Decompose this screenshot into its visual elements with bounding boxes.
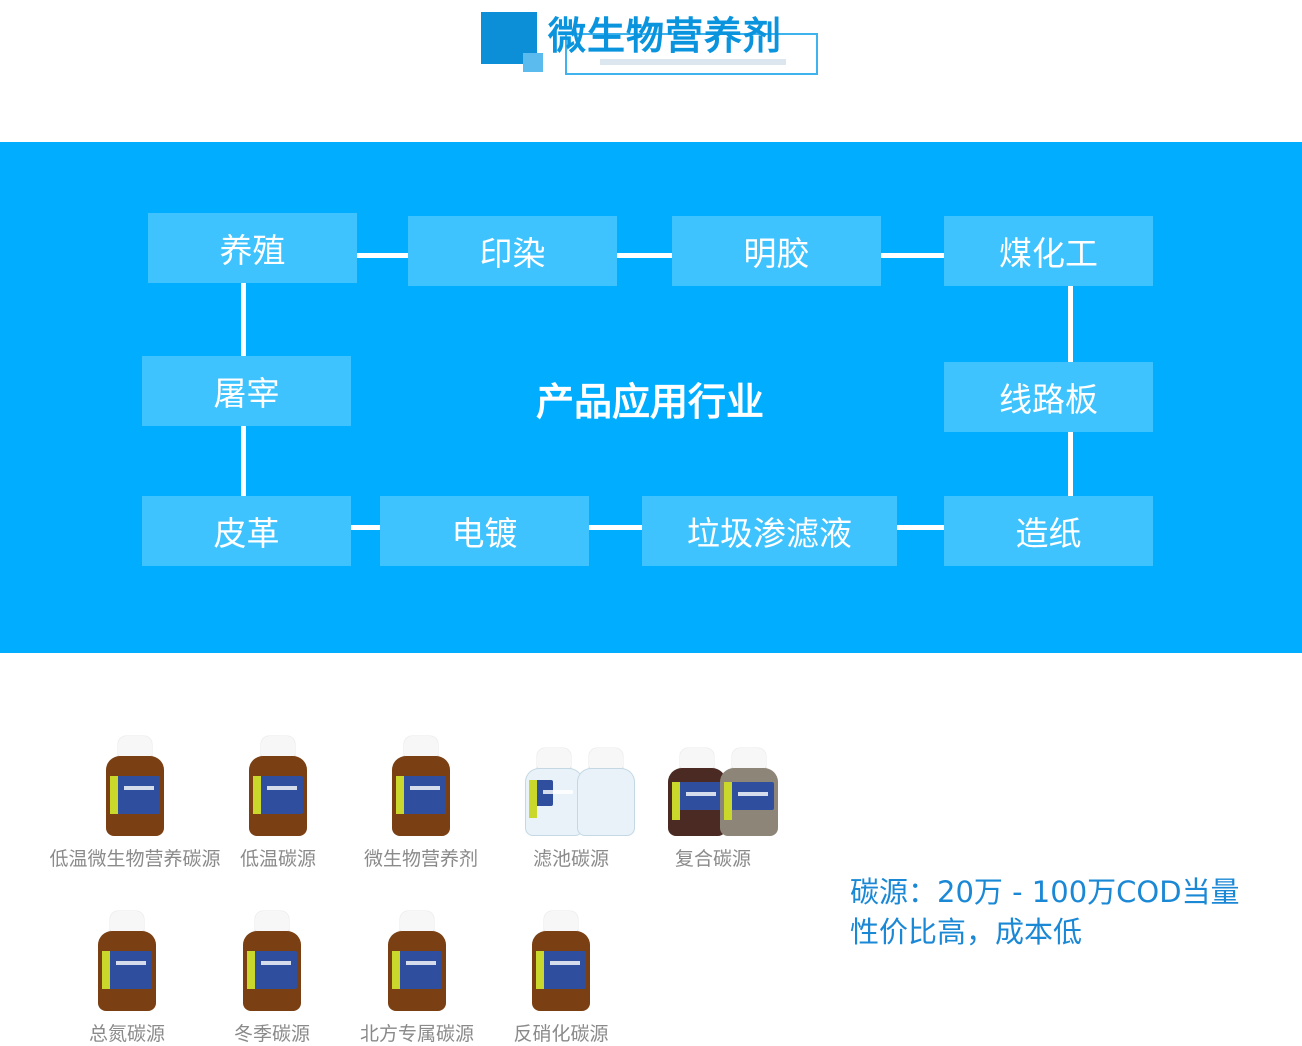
connector-line: [1068, 286, 1073, 362]
product-name: 冬季碳源: [233, 1023, 310, 1045]
industry-box-gelatin: 明胶: [672, 216, 881, 286]
industry-box-slaughter: 屠宰: [142, 356, 351, 426]
product-card[interactable]: 低温微生物营养碳源: [45, 726, 225, 871]
product-card[interactable]: 复合碳源: [623, 726, 803, 871]
connector-line: [897, 525, 944, 530]
product-bottle-image: [249, 736, 307, 836]
product-bottle-image: [243, 911, 301, 1011]
product-name: 滤池碳源: [532, 848, 609, 870]
heading-decor-small-square: [523, 53, 543, 72]
connector-line: [241, 283, 246, 356]
product-bottle-image: [98, 911, 156, 1011]
connector-line: [881, 253, 944, 258]
product-bottle-image: [525, 748, 583, 836]
page-title: 微生物营养剂: [548, 14, 783, 58]
product-name: 微生物营养剂: [363, 848, 478, 870]
product-name: 低温微生物营养碳源: [49, 848, 221, 870]
product-name: 反硝化碳源: [513, 1023, 609, 1045]
connector-line: [589, 525, 642, 530]
industries-title: 产品应用行业: [535, 380, 764, 424]
product-card[interactable]: 冬季碳源: [182, 901, 362, 1046]
industry-box-landfill-leachate: 垃圾渗滤液: [642, 496, 897, 566]
industries-panel: 养殖 印染 明胶 煤化工 屠宰 线路板 皮革 电镀 垃圾渗滤液 造纸 产品应用行…: [0, 142, 1302, 653]
industry-box-circuit-board: 线路板: [944, 362, 1153, 432]
industry-box-electroplating: 电镀: [380, 496, 589, 566]
connector-line: [241, 426, 246, 496]
product-name: 北方专属碳源: [359, 1023, 474, 1045]
industry-box-leather: 皮革: [142, 496, 351, 566]
connector-line: [1068, 432, 1073, 496]
industry-box-coal-chemical: 煤化工: [944, 216, 1153, 286]
industry-box-dyeing: 印染: [408, 216, 617, 286]
product-bottle-image: [388, 911, 446, 1011]
section-heading: 微生物营养剂: [0, 0, 1302, 90]
product-card[interactable]: 低温碳源: [188, 726, 368, 871]
heading-decor-frame: [565, 33, 818, 75]
product-bottle-image: [532, 911, 590, 1011]
product-card[interactable]: 滤池碳源: [481, 726, 661, 871]
product-card[interactable]: 反硝化碳源: [471, 901, 651, 1046]
connector-line: [357, 253, 408, 258]
info-line-cost: 性价比高，成本低: [850, 915, 1083, 949]
product-card[interactable]: 总氮碳源: [37, 901, 217, 1046]
info-line-cod: 碳源：20万 - 100万COD当量: [850, 875, 1240, 909]
product-bottle-image: [392, 736, 450, 836]
product-card[interactable]: 微生物营养剂: [331, 726, 511, 871]
product-bottle-image: [668, 748, 726, 836]
heading-decor-underline: [600, 59, 786, 65]
product-bottle-image: [720, 748, 778, 836]
carbon-source-info: 碳源：20万 - 100万COD当量 性价比高，成本低: [850, 872, 1240, 952]
product-name: 低温碳源: [239, 848, 316, 870]
product-name: 总氮碳源: [88, 1023, 165, 1045]
product-card[interactable]: 北方专属碳源: [327, 901, 507, 1046]
product-bottle-image: [577, 748, 635, 836]
product-bottle-image: [106, 736, 164, 836]
product-name: 复合碳源: [674, 848, 751, 870]
industry-box-papermaking: 造纸: [944, 496, 1153, 566]
connector-line: [351, 525, 380, 530]
connector-line: [617, 253, 672, 258]
industry-box-aquaculture: 养殖: [148, 213, 357, 283]
